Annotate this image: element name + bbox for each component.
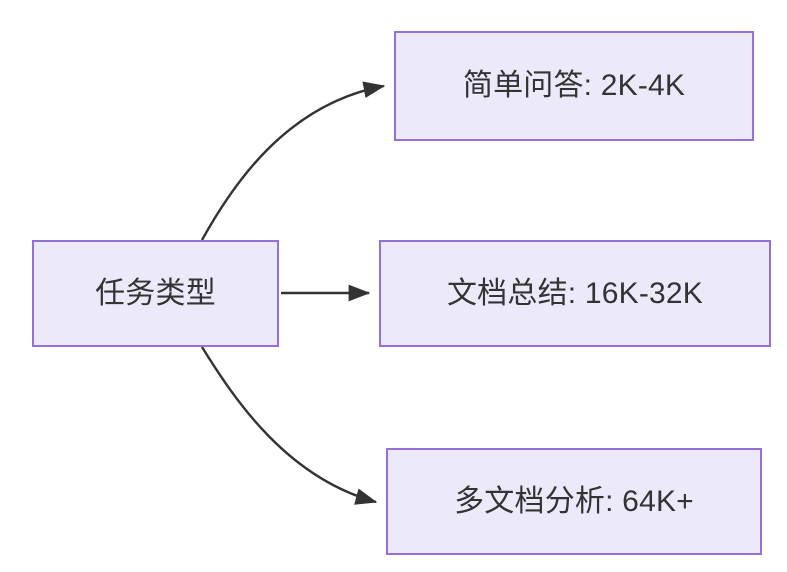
- edge-root-to-multi-doc: [200, 346, 378, 505]
- node-simple-qa[interactable]: 简单问答: 2K-4K: [394, 31, 754, 141]
- node-document-summary-label: 文档总结: 16K-32K: [446, 276, 704, 310]
- node-root-task-type[interactable]: 任务类型: [32, 240, 279, 347]
- edge-root-to-simple-qa: [200, 81, 386, 241]
- node-multi-document-analysis[interactable]: 多文档分析: 64K+: [386, 448, 762, 555]
- node-root-label: 任务类型: [95, 276, 216, 310]
- node-multi-document-analysis-label: 多文档分析: 64K+: [454, 484, 694, 518]
- node-simple-qa-label: 简单问答: 2K-4K: [462, 69, 686, 102]
- node-document-summary[interactable]: 文档总结: 16K-32K: [379, 240, 771, 347]
